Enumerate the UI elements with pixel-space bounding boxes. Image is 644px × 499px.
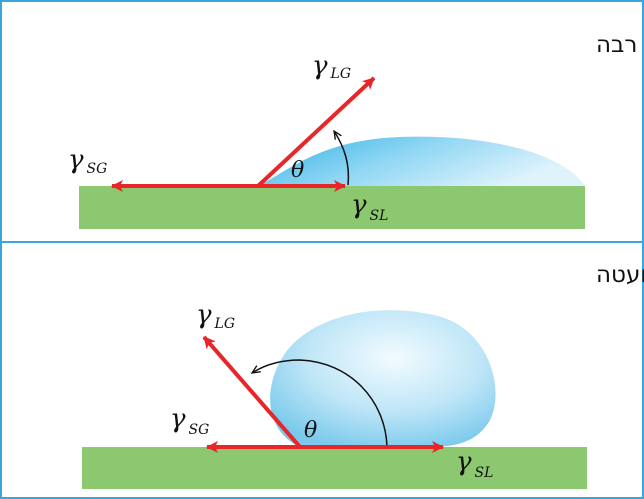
theta-symbol: θ bbox=[304, 418, 317, 443]
contact-angle-arc bbox=[252, 359, 388, 447]
contact-angle-arc bbox=[334, 131, 350, 186]
droplet bbox=[270, 310, 496, 447]
arrow-liquid-gas bbox=[256, 76, 376, 188]
solid-surface bbox=[79, 186, 585, 229]
solid-surface bbox=[82, 447, 587, 489]
panel-high-wetting: הרטבה רבה θ γLG γSG γSL bbox=[68, 32, 644, 229]
theta-symbol: θ bbox=[291, 158, 304, 183]
panel-title: הרטבה מועטה bbox=[596, 262, 644, 288]
droplet bbox=[258, 136, 585, 186]
arrow-liquid-gas bbox=[202, 335, 302, 449]
panel-low-wetting: הרטבה מועטה θ γLG γSG γSL bbox=[82, 262, 644, 489]
panel-title: הרטבה רבה bbox=[596, 32, 644, 58]
